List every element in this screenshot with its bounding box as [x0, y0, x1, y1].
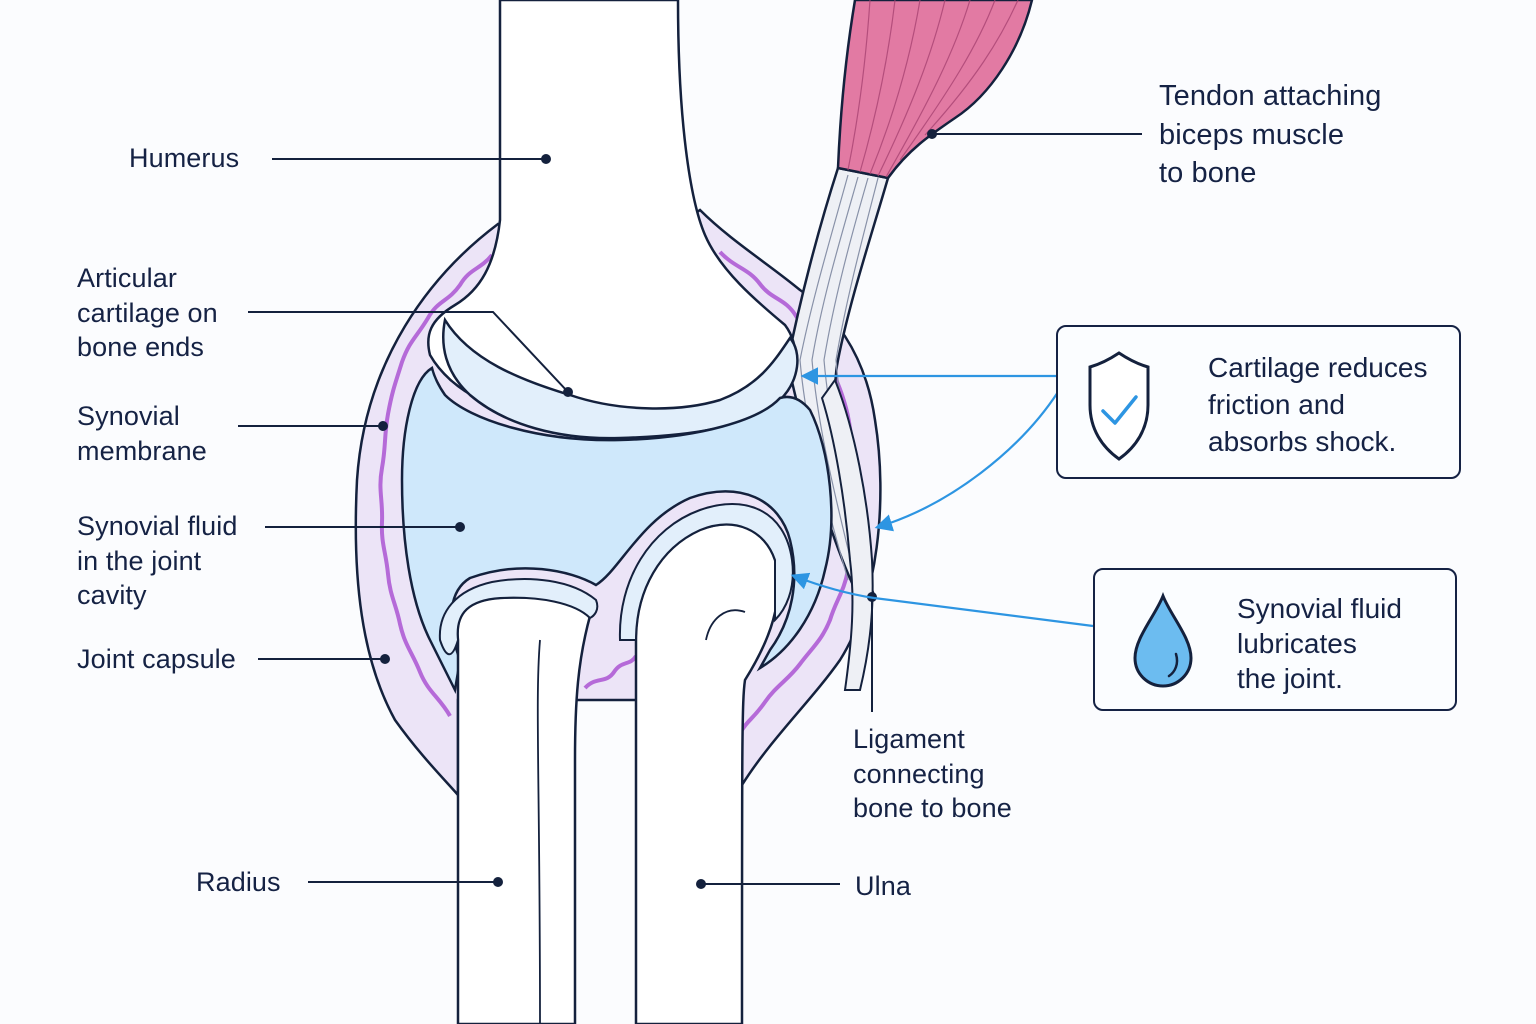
synovial-fluid-label-line-1: Synovial fluid [77, 511, 238, 541]
synovial-membrane-label-line-1: Synovial [77, 401, 180, 431]
synovial-membrane-left [378, 253, 494, 717]
cartilage-arrow-curve [874, 391, 1059, 532]
synovial-fluid-cavity [400, 366, 833, 694]
cartilage-callout-line-3: absorbs shock. [1208, 426, 1397, 457]
ligament-label-line-1: Ligament [853, 724, 965, 754]
fluid-callout-line-1: Synovial fluid [1237, 593, 1402, 624]
ulna-label: Ulna [855, 871, 911, 901]
synovial-membrane-label: Synovial membrane [77, 399, 207, 468]
ligament-label-line-2: connecting [853, 758, 985, 789]
fluid-callout-text: Synovial fluid lubricates the joint. [1237, 591, 1402, 696]
tendon-label-line-3: to bone [1159, 157, 1257, 189]
humerus-bone [427, 0, 797, 420]
radius-inner-edge [536, 639, 541, 1024]
fluid-arrow-pointer [790, 572, 875, 600]
radius-bone [456, 596, 592, 1024]
fluid-arrow-line [873, 596, 1094, 628]
cartilage-callout: Cartilage reduces friction and absorbs s… [1056, 325, 1461, 479]
synovial-fluid-label-line-3: cavity [77, 580, 147, 610]
radius-label: Radius [196, 867, 281, 897]
ligament [820, 377, 874, 691]
radius-head-cartilage [438, 578, 599, 656]
fluid-callout-line-3: the joint. [1237, 663, 1343, 694]
ulna-cartilage [618, 503, 794, 641]
articular-cartilage-label-line-3: bone ends [77, 332, 205, 362]
ulna-notch-detail [705, 609, 746, 641]
tendon-label-line-1: Tendon attaching [1159, 80, 1382, 112]
ligament-label: Ligament connecting bone to bone [853, 722, 1012, 826]
tendon-label-line-2: biceps muscle [1159, 118, 1345, 151]
articular-cartilage-leader [248, 311, 569, 393]
muscle-fibers [847, 0, 1019, 178]
ulna-bone [634, 523, 780, 1024]
fluid-callout-line-2: lubricates [1237, 628, 1357, 659]
synovial-fluid-label-line-2: in the joint [77, 545, 202, 576]
shield-check-icon [1086, 347, 1152, 462]
articular-cartilage-label-line-2: cartilage on [77, 297, 218, 328]
synovial-membrane-middle [583, 654, 638, 690]
articular-cartilage-label-line-1: Articular [77, 263, 177, 293]
ligament-label-line-3: bone to bone [853, 793, 1012, 823]
callout-arrows [790, 367, 1094, 628]
water-drop-icon [1131, 591, 1195, 690]
biceps-muscle [836, 0, 1034, 180]
cartilage-callout-text: Cartilage reduces friction and absorbs s… [1208, 349, 1427, 460]
synovial-membrane-label-line-2: membrane [77, 435, 207, 466]
leader-lines [238, 133, 1142, 885]
tendon-label: Tendon attaching biceps muscle to bone [1159, 77, 1382, 193]
synovial-fluid-label: Synovial fluid in the joint cavity [77, 509, 238, 613]
humerus-label: Humerus [129, 143, 240, 173]
articular-cartilage-label: Articular cartilage on bone ends [77, 261, 218, 365]
fluid-callout: Synovial fluid lubricates the joint. [1093, 568, 1457, 711]
cartilage-callout-line-1: Cartilage reduces [1208, 352, 1428, 383]
joint-capsule-label: Joint capsule [77, 644, 236, 674]
cartilage-callout-line-2: friction and [1208, 389, 1345, 420]
